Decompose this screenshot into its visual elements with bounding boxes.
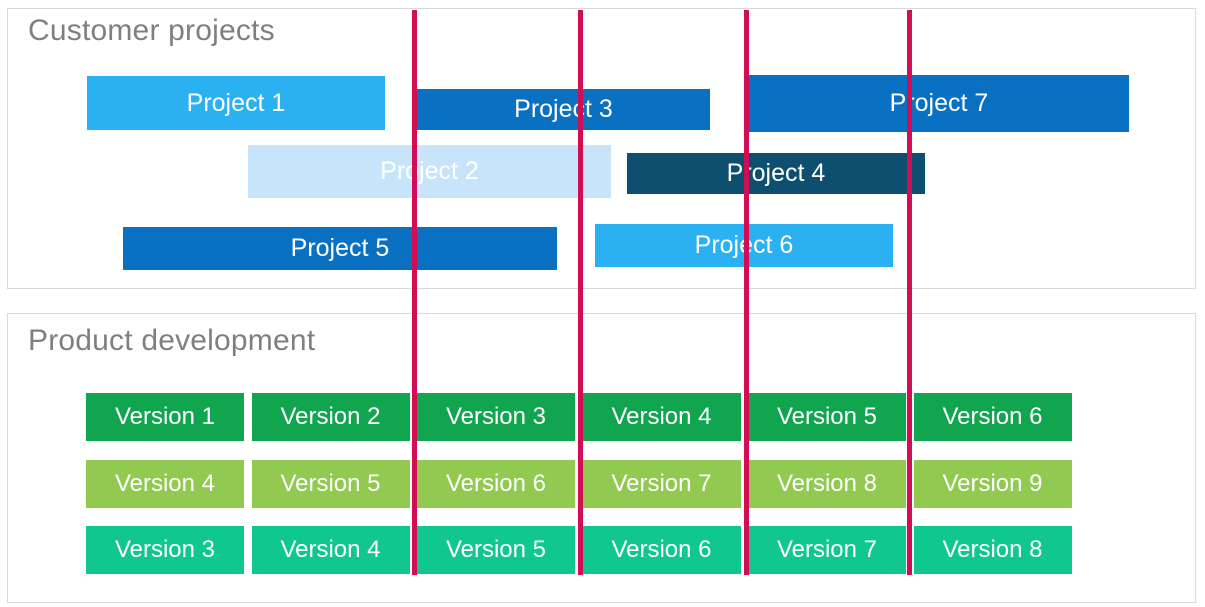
milestone-line-2 — [577, 10, 583, 575]
project-bar-project-7: Project 7 — [749, 75, 1129, 132]
version-block-row2-version-5: Version 5 — [251, 459, 410, 508]
version-block-row3-version-6: Version 6 — [582, 526, 741, 574]
version-block-row3-version-5: Version 5 — [417, 526, 575, 574]
version-block-row1-version-1: Version 1 — [86, 393, 244, 441]
project-bar-project-3: Project 3 — [417, 89, 710, 130]
version-block-row2-version-9: Version 9 — [913, 459, 1072, 508]
customer-projects-title: Customer projects — [28, 14, 275, 47]
version-block-row2-version-4: Version 4 — [86, 459, 244, 508]
version-block-row3-version-3: Version 3 — [86, 526, 244, 574]
version-block-row1-version-6: Version 6 — [913, 393, 1072, 441]
version-block-row1-version-4: Version 4 — [582, 393, 741, 441]
project-bar-project-4: Project 4 — [627, 153, 925, 194]
project-bar-project-2: Project 2 — [248, 145, 611, 198]
version-block-row2-version-8: Version 8 — [748, 459, 906, 508]
version-block-row2-version-6: Version 6 — [417, 459, 575, 508]
project-bar-project-1: Project 1 — [87, 76, 385, 130]
project-bar-project-5: Project 5 — [123, 227, 557, 270]
version-block-row2-version-7: Version 7 — [582, 459, 741, 508]
version-block-row1-version-2: Version 2 — [251, 393, 410, 441]
milestone-line-3 — [743, 10, 749, 575]
milestone-line-1 — [411, 10, 417, 575]
milestone-line-4 — [906, 10, 912, 575]
version-block-row3-version-7: Version 7 — [748, 526, 906, 574]
version-block-row3-version-8: Version 8 — [913, 526, 1072, 574]
version-block-row3-version-4: Version 4 — [251, 526, 410, 574]
version-block-row1-version-5: Version 5 — [748, 393, 906, 441]
version-block-row1-version-3: Version 3 — [417, 393, 575, 441]
product-development-title: Product development — [28, 324, 316, 357]
